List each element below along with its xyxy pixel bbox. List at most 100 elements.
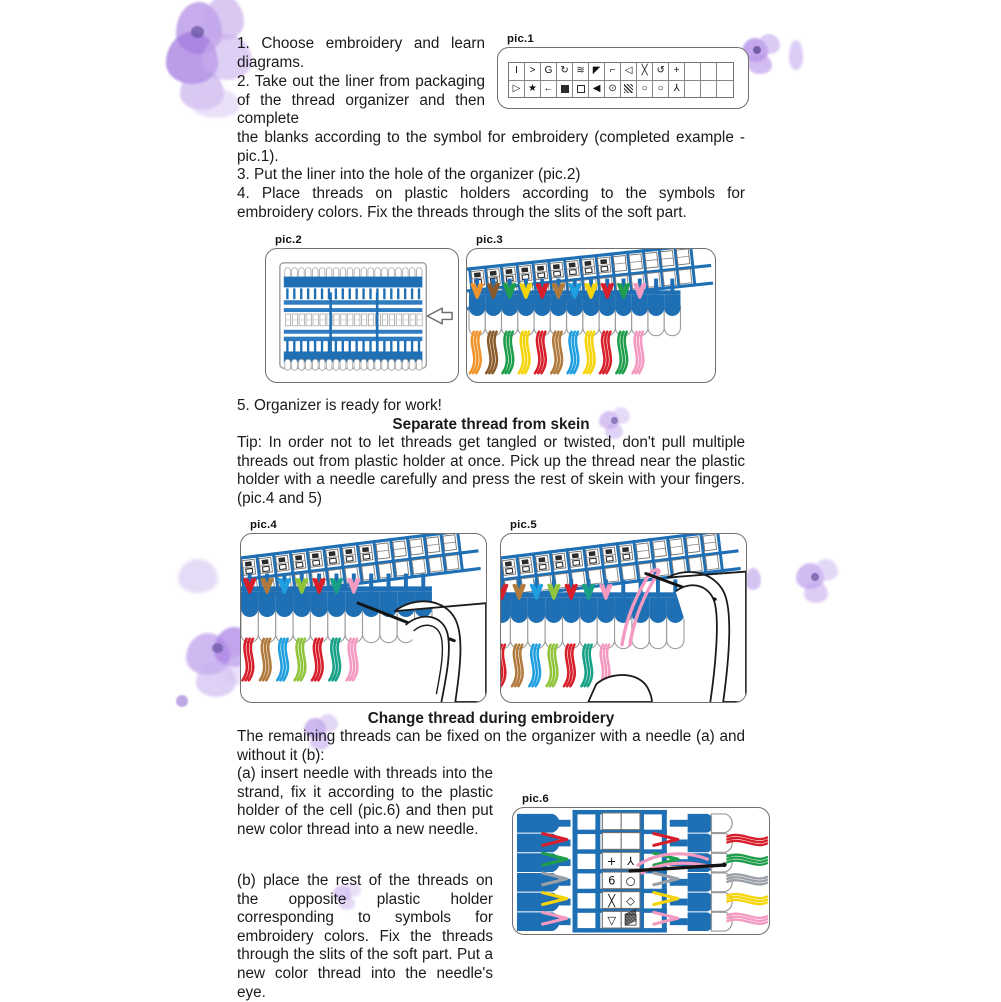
thread-strand	[282, 637, 290, 682]
symbol-box-empty	[361, 564, 376, 581]
blue-scallop	[275, 591, 294, 618]
blue-scallop	[517, 294, 535, 316]
thread-strand	[296, 637, 304, 682]
figure-pic1-frame: I▷>★G←↻≋◤◀⌐⊙◁╳○↺○+⅄	[497, 47, 749, 109]
comb-tooth	[351, 573, 356, 592]
pic1-symbol-bottom: ⊙	[608, 82, 617, 94]
grid-divider	[271, 552, 280, 595]
symbol-box-divider	[636, 549, 649, 553]
pic2-tooth	[313, 288, 317, 300]
pic6-right-thread	[652, 832, 680, 847]
pic2-tooth	[355, 340, 358, 352]
thread-loop	[295, 577, 309, 594]
pic6-grid-row	[572, 809, 667, 815]
pic1-symbol-bottom	[573, 81, 588, 98]
pic6-skein	[726, 836, 769, 844]
symbol-box-divider	[259, 564, 272, 567]
thread-strand	[534, 643, 542, 688]
symbol-mark	[605, 548, 613, 555]
blue-scallop	[362, 591, 380, 618]
thread-strand	[345, 637, 353, 682]
pic2-tooth	[417, 288, 421, 300]
comb-tooth	[572, 278, 577, 295]
pic2-organizer-artwork	[279, 262, 453, 371]
grid-divider	[657, 249, 665, 290]
thread-loop	[599, 583, 613, 600]
pic2-tooth	[286, 340, 289, 352]
comb-tooth	[282, 573, 287, 592]
thread-loop	[616, 282, 631, 299]
thread-strand	[598, 330, 606, 375]
grid-divider	[562, 257, 571, 300]
heading-change-label: Change thread during embroidery	[367, 710, 615, 727]
pic6-left-tongue	[552, 878, 571, 886]
symbol-box-divider	[603, 553, 616, 557]
pic2-tooth	[362, 288, 365, 300]
blue-scallop	[615, 294, 632, 316]
thread-strand	[264, 637, 272, 682]
pic2-tooth	[369, 288, 372, 300]
symbol-mark	[261, 559, 269, 565]
pic2-tooth	[286, 288, 289, 300]
blue-scallop	[545, 597, 563, 623]
pic2-tooth	[410, 288, 414, 300]
thread-loop-inner	[350, 578, 358, 592]
thread-strand	[605, 330, 613, 375]
symbol-mark	[622, 546, 630, 553]
comb-tooth	[621, 579, 626, 598]
pic6-symbol-hatch	[624, 908, 637, 926]
thread-loop	[329, 577, 344, 594]
pic6-grid-row	[572, 829, 667, 835]
thread-strand	[569, 643, 576, 688]
heading-separate-thread: Separate thread from skein	[237, 416, 745, 435]
pic1-symbol-top: I	[509, 63, 525, 81]
step-3-text: 3. Put the liner into the hole of the or…	[237, 166, 745, 185]
thread-strand	[501, 643, 504, 683]
symbol-mark	[600, 259, 608, 265]
symbol-box-divider	[535, 270, 547, 273]
pic6-skein	[726, 876, 769, 883]
thread-loop-inner	[602, 584, 610, 598]
change-intro-label: The remaining threads can be fixed on th…	[237, 728, 745, 764]
pic2-tab	[367, 358, 374, 371]
thread-strand	[501, 643, 507, 688]
pic6-symbol-glyph: ╳	[607, 893, 616, 907]
symbol-mark	[312, 559, 321, 567]
pic1-symbol-bottom: ▷	[512, 82, 521, 94]
comb-tooth	[621, 278, 626, 295]
pic6-grid-row	[572, 849, 667, 854]
thread-loop	[581, 583, 596, 600]
thread-strand	[634, 330, 642, 375]
step-2-text: 2. Take out the liner from packaging of …	[237, 73, 485, 129]
grid-divider	[641, 249, 650, 292]
thread-loop-inner	[298, 578, 306, 592]
grid-divider	[632, 539, 641, 583]
comb-tooth	[551, 579, 556, 598]
pic2-tooth	[390, 288, 393, 300]
pic1-symbol-cell: ╳○	[637, 63, 654, 97]
pic1-symbol-top: >	[525, 63, 541, 81]
pic1-symbol-cell	[701, 63, 718, 97]
symbol-box-divider	[410, 545, 423, 548]
pic1-symbol-bottom	[717, 81, 733, 98]
pic1-symbol-bottom: ←	[543, 82, 554, 94]
thread-strand	[528, 643, 535, 688]
symbol-box-empty	[646, 271, 661, 288]
tip-text: Tip: In order not to let threads get tan…	[237, 434, 745, 508]
thread-loop-inner	[587, 283, 595, 297]
symbol-box-divider	[360, 551, 373, 555]
symbol-box-divider	[343, 553, 356, 557]
symbol-box-divider	[309, 558, 322, 561]
symbol-mark	[504, 561, 512, 567]
figure-pic2-frame	[265, 248, 459, 383]
symbol-mark	[261, 565, 271, 573]
blue-scallop	[468, 294, 486, 316]
pic1-symbol-top	[685, 63, 701, 81]
pic6-pocket	[710, 892, 733, 912]
pic2-tooth	[293, 340, 296, 352]
grid-divider	[305, 548, 314, 591]
comb-tooth	[605, 278, 610, 295]
symbol-box-empty	[394, 560, 410, 577]
thread-strand	[631, 330, 639, 375]
